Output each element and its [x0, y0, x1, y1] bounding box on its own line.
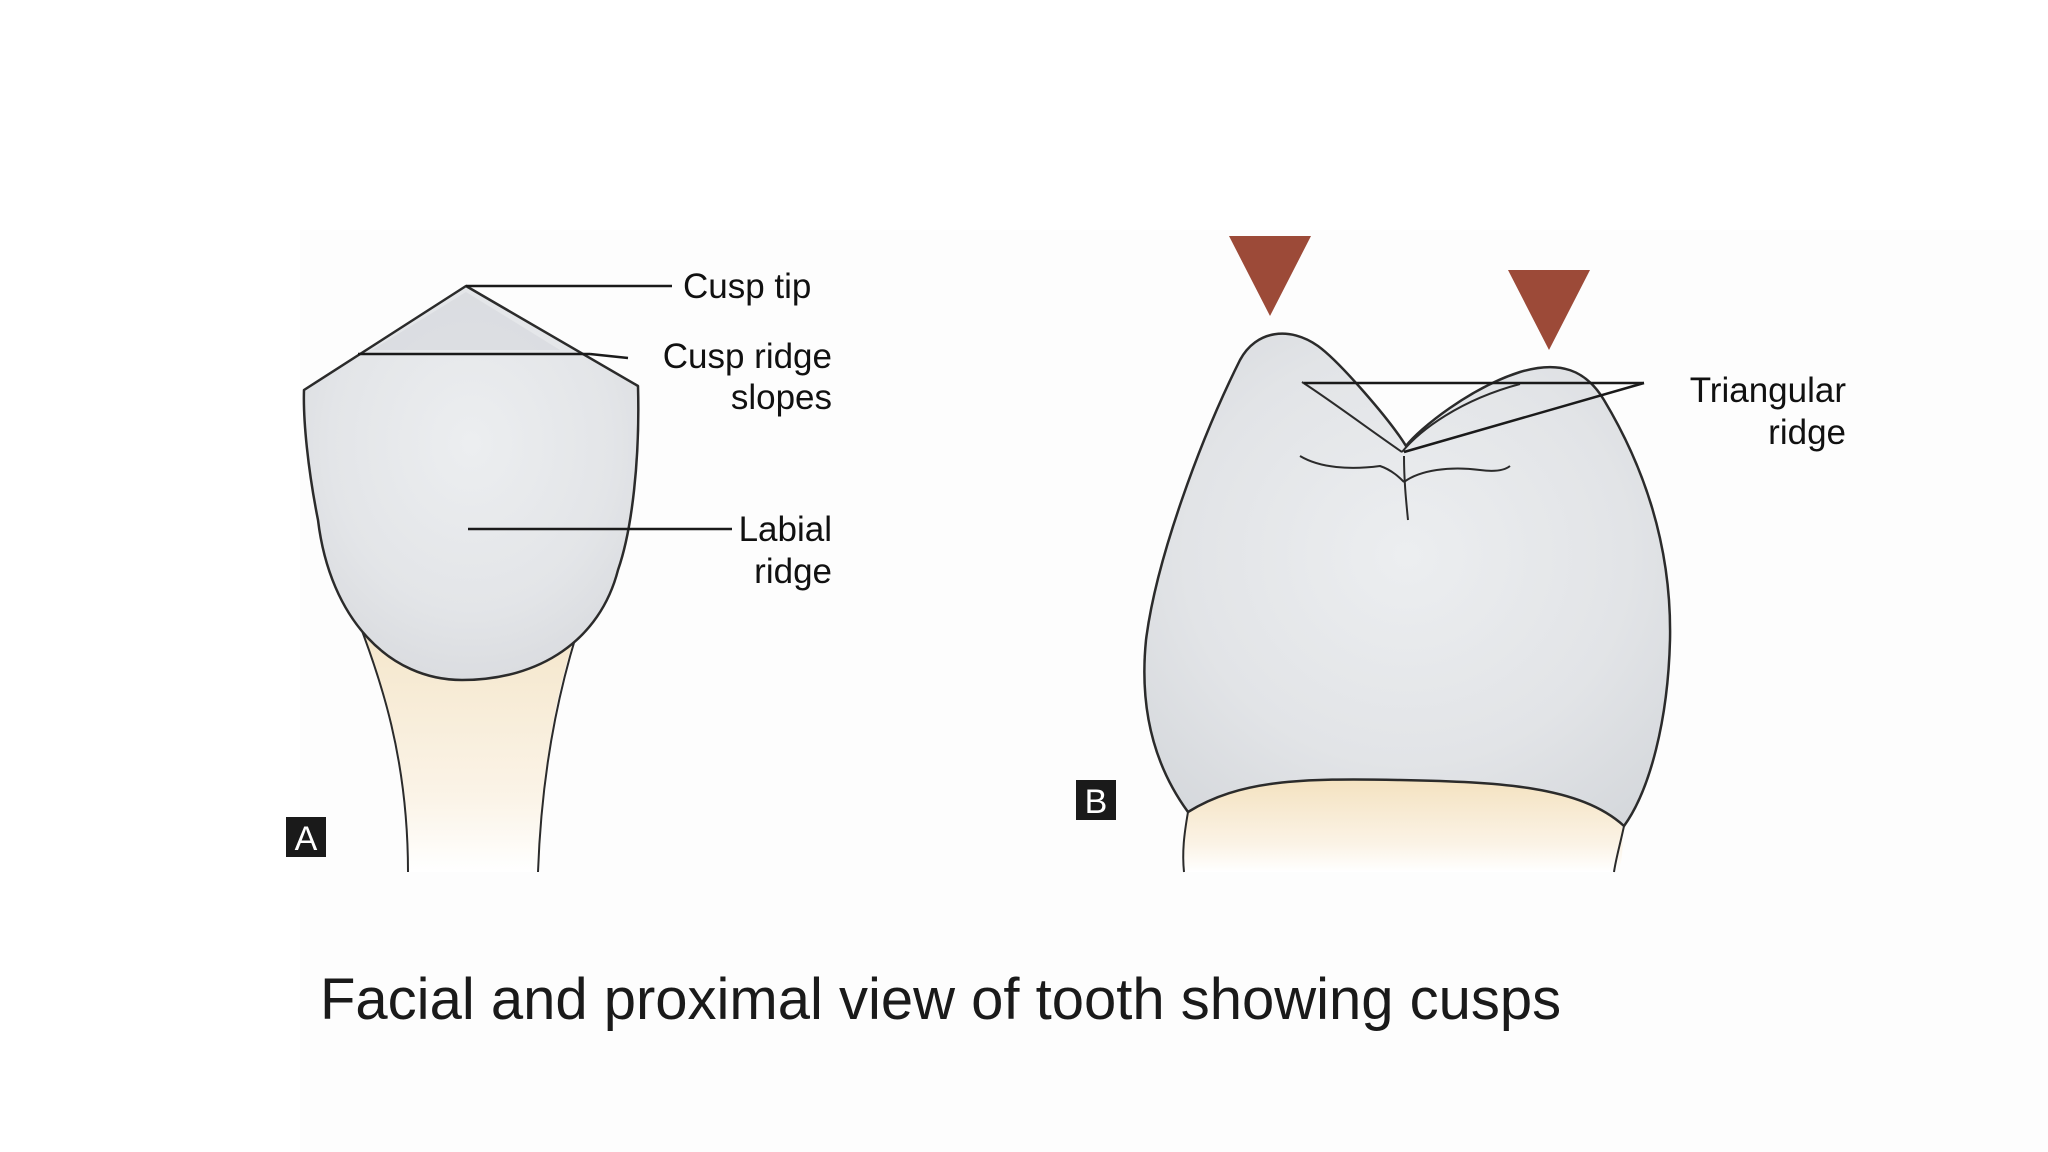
panel-b-root-outline-right: [1613, 825, 1625, 873]
panel-a-letter: A: [295, 820, 318, 858]
panel-b-central-fissure: [1403, 455, 1409, 521]
panel-b-letter: B: [1085, 783, 1108, 821]
panel-a-cusp-tip-shade: [372, 292, 560, 350]
panel-b: Triangular ridge B: [1076, 236, 1847, 873]
label-labial-ridge-line1: Labial: [739, 510, 832, 549]
label-labial-ridge-line2: ridge: [754, 552, 832, 591]
label-cusp-ridge-slopes-line2: slopes: [731, 378, 832, 417]
panel-b-root-outline-left: [1182, 811, 1189, 873]
cusp-marker-right: [1508, 270, 1590, 350]
label-triangular-ridge-line2: ridge: [1768, 413, 1846, 452]
label-cusp-ridge-slopes-line1: Cusp ridge: [663, 337, 832, 376]
cusp-marker-left: [1229, 236, 1311, 316]
panel-b-root: [1183, 779, 1623, 872]
panel-b-triangular-ridge-right: [1401, 383, 1521, 453]
label-cusp-tip: Cusp tip: [683, 267, 811, 306]
figure-caption: Facial and proximal view of tooth showin…: [320, 967, 1562, 1032]
panel-b-triangular-ridge-leader-diagonal: [1403, 381, 1645, 454]
panel-a-cusp-ridge-leader-tail: [589, 352, 629, 360]
panel-b-groove-right: [1403, 465, 1511, 483]
label-triangular-ridge-line1: Triangular: [1690, 371, 1847, 410]
panel-a-crown: [302, 284, 640, 682]
panel-b-letter-box: [1076, 780, 1116, 820]
panel-b-groove-left: [1299, 455, 1405, 483]
panel-a: Cusp tip Cusp ridge slopes Labial ridge …: [286, 267, 832, 873]
panel-b-crown: [1143, 332, 1672, 828]
panel-a-letter-box: [286, 817, 326, 857]
panel-b-triangular-ridge-left: [1301, 381, 1403, 453]
